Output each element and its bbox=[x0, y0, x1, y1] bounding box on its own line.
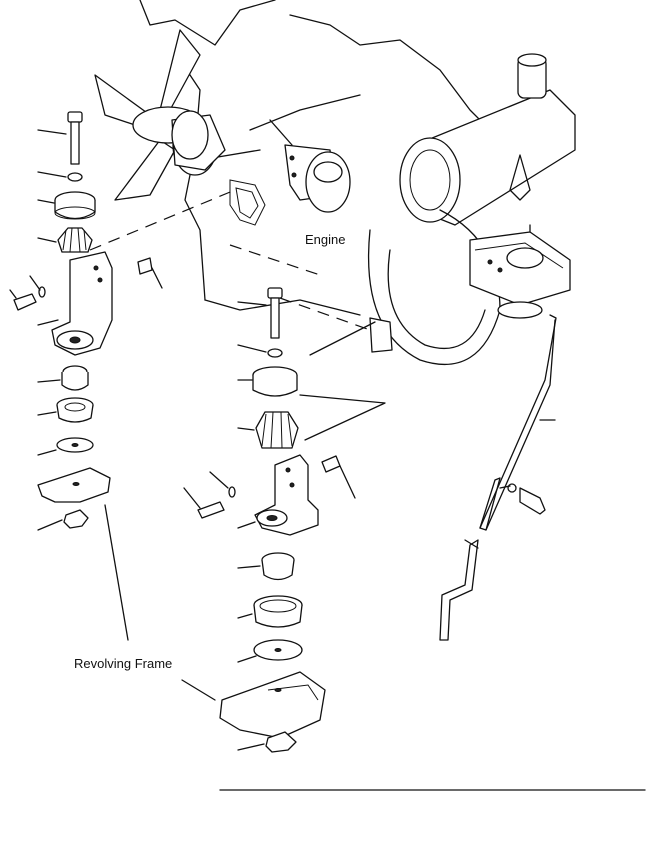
revolving-frame-label: Revolving Frame bbox=[74, 656, 173, 671]
leader-revolving-frame bbox=[104, 504, 129, 641]
engine-mount-right bbox=[469, 224, 571, 319]
engine-label: Engine bbox=[305, 232, 346, 247]
engine-bracket-upper bbox=[269, 119, 351, 213]
muffler bbox=[399, 53, 576, 226]
leader-dash-2 bbox=[229, 244, 321, 276]
leader-dash-1 bbox=[89, 189, 236, 251]
flywheel-housing bbox=[367, 209, 501, 366]
left-mount-stack bbox=[9, 111, 163, 531]
leader-line-2 bbox=[299, 394, 386, 441]
drain-tube bbox=[439, 314, 557, 641]
center-mount-stack bbox=[181, 287, 356, 753]
bolt-right bbox=[499, 483, 546, 515]
fan-blades bbox=[94, 29, 226, 201]
leader-line-1 bbox=[309, 321, 376, 356]
leader-dash-3 bbox=[279, 297, 371, 331]
